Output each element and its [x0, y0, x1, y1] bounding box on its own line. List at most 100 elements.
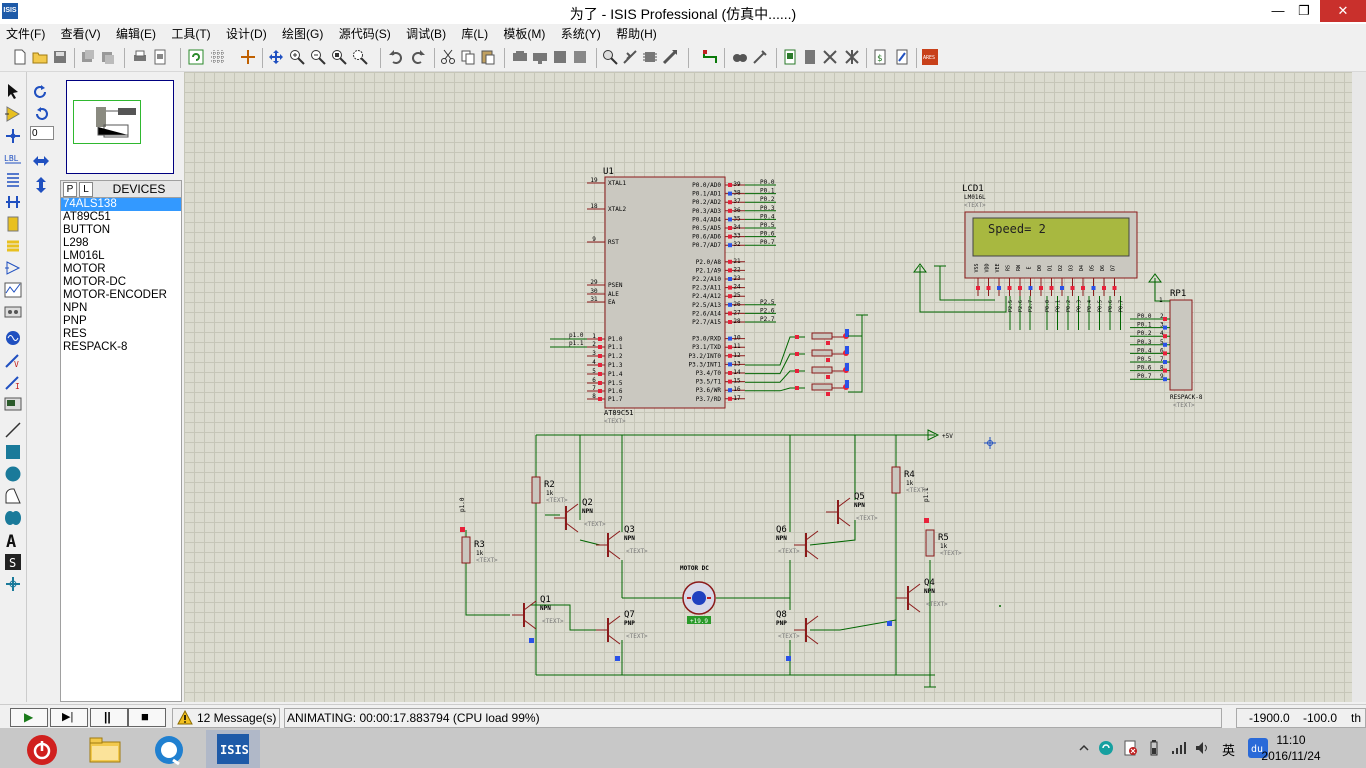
grid-icon[interactable]: [210, 49, 226, 65]
block-rotate-icon[interactable]: [552, 49, 568, 65]
print-icon[interactable]: [132, 49, 148, 65]
box-tool-icon[interactable]: [4, 443, 22, 461]
device-list-item[interactable]: MOTOR-DC: [63, 276, 127, 288]
overview-window[interactable]: [66, 80, 174, 174]
block-copy-icon[interactable]: [512, 49, 528, 65]
redo-icon[interactable]: [410, 49, 426, 65]
menu-source[interactable]: 源代码(S): [338, 27, 391, 41]
device-list-item[interactable]: AT89C51: [63, 211, 111, 223]
junction-dot-icon[interactable]: [4, 127, 22, 145]
device-list-item[interactable]: RESPACK-8: [63, 341, 128, 353]
cut-icon[interactable]: [440, 49, 456, 65]
block-delete-icon[interactable]: [572, 49, 588, 65]
restore-button[interactable]: ❐: [1298, 3, 1310, 18]
decompose-icon[interactable]: [662, 49, 678, 65]
remove-sheet-icon[interactable]: [802, 49, 818, 65]
voltage-probe-icon[interactable]: V: [4, 351, 22, 369]
baidu-ime-icon[interactable]: du: [1248, 738, 1268, 758]
menu-tools[interactable]: 工具(T): [171, 27, 211, 41]
copy-icon[interactable]: [460, 49, 476, 65]
current-probe-icon[interactable]: I: [4, 373, 22, 391]
library-manager-button[interactable]: L: [79, 182, 93, 197]
menu-library[interactable]: 库(L): [461, 27, 489, 41]
paste-icon[interactable]: [480, 49, 496, 65]
marker-tool-icon[interactable]: [4, 575, 22, 593]
mirror-y-icon[interactable]: [34, 176, 48, 194]
menu-design[interactable]: 设计(D): [226, 27, 267, 41]
symbol-tool-icon[interactable]: S: [4, 553, 22, 571]
menu-template[interactable]: 模板(M): [503, 27, 546, 41]
text-script-icon[interactable]: [4, 171, 22, 189]
device-list-item[interactable]: L298: [63, 237, 89, 249]
taskbar-browser[interactable]: [142, 730, 196, 768]
taskbar-isis[interactable]: ISIS: [206, 730, 260, 768]
menu-help[interactable]: 帮助(H): [616, 27, 657, 41]
close-button[interactable]: ✕: [1320, 0, 1366, 22]
circle-tool-icon[interactable]: [4, 465, 22, 483]
origin-icon[interactable]: [240, 49, 256, 65]
virtual-instruments-icon[interactable]: [4, 395, 22, 413]
menu-debug[interactable]: 调试(B): [406, 27, 447, 41]
show-hidden-icons-icon[interactable]: [1078, 742, 1090, 754]
menu-system[interactable]: 系统(Y): [560, 27, 601, 41]
wire-label-icon[interactable]: LBL: [4, 149, 22, 167]
rotation-angle-input[interactable]: [30, 126, 54, 140]
terminals-icon[interactable]: [4, 237, 22, 255]
text-tool-icon[interactable]: A: [4, 531, 22, 549]
device-list-item[interactable]: MOTOR: [63, 263, 106, 275]
packaging-tool-icon[interactable]: [642, 49, 658, 65]
vertical-scrollbar[interactable]: [1352, 72, 1366, 702]
open-folder-icon[interactable]: [32, 49, 48, 65]
tape-recorder-icon[interactable]: [4, 303, 22, 321]
ares-icon[interactable]: ARES: [922, 49, 938, 65]
line-tool-icon[interactable]: [4, 421, 22, 439]
import-section-icon[interactable]: [80, 49, 96, 65]
action-center-icon[interactable]: [1122, 740, 1138, 756]
electrical-rule-check-icon[interactable]: $: [872, 49, 888, 65]
path-tool-icon[interactable]: [4, 509, 22, 527]
block-move-icon[interactable]: [532, 49, 548, 65]
arc-tool-icon[interactable]: [4, 487, 22, 505]
device-pins-icon[interactable]: [4, 259, 22, 277]
messages-button[interactable]: 12 Message(s): [172, 708, 280, 728]
step-button[interactable]: ▶|: [50, 708, 88, 727]
netlist-transfer-icon[interactable]: [894, 49, 910, 65]
wire-autorouter-icon[interactable]: [702, 49, 718, 65]
menu-graph[interactable]: 绘图(G): [282, 27, 324, 41]
zoom-out-icon[interactable]: [310, 49, 326, 65]
pan-icon[interactable]: [268, 49, 284, 65]
undo-icon[interactable]: [388, 49, 404, 65]
mirror-x-icon[interactable]: [32, 154, 50, 168]
bill-of-materials-icon[interactable]: [844, 49, 860, 65]
stop-button[interactable]: ■: [128, 708, 166, 727]
device-list-item[interactable]: NPN: [63, 302, 88, 314]
volume-icon[interactable]: [1194, 740, 1210, 756]
pause-button[interactable]: ||: [90, 708, 128, 727]
pick-device-icon[interactable]: [602, 49, 618, 65]
zoom-area-icon[interactable]: [352, 49, 368, 65]
taskbar-clock[interactable]: 11:10 2016/11/24: [1256, 732, 1326, 764]
device-list-item[interactable]: PNP: [63, 315, 87, 327]
network-icon[interactable]: [1170, 740, 1186, 756]
exit-to-parent-icon[interactable]: [822, 49, 838, 65]
property-tool-icon[interactable]: [752, 49, 768, 65]
search-tag-icon[interactable]: [732, 49, 748, 65]
export-section-icon[interactable]: [100, 49, 116, 65]
subcircuit-icon[interactable]: [4, 215, 22, 233]
menu-edit[interactable]: 编辑(E): [116, 27, 157, 41]
rotate-anticlockwise-icon[interactable]: [33, 106, 49, 122]
menu-file[interactable]: 文件(F): [6, 27, 46, 41]
rotate-clockwise-icon[interactable]: [33, 84, 49, 100]
new-sheet-icon[interactable]: [782, 49, 798, 65]
device-list-item[interactable]: BUTTON: [63, 224, 111, 236]
device-list-item[interactable]: MOTOR-ENCODER: [63, 289, 167, 301]
menu-view[interactable]: 查看(V): [60, 27, 101, 41]
device-list-item[interactable]: RES: [63, 328, 87, 340]
save-icon[interactable]: [52, 49, 68, 65]
buses-icon[interactable]: [4, 193, 22, 211]
play-button[interactable]: ▶: [10, 708, 48, 727]
battery-icon[interactable]: [1146, 740, 1162, 756]
ime-indicator[interactable]: 英: [1222, 743, 1236, 758]
